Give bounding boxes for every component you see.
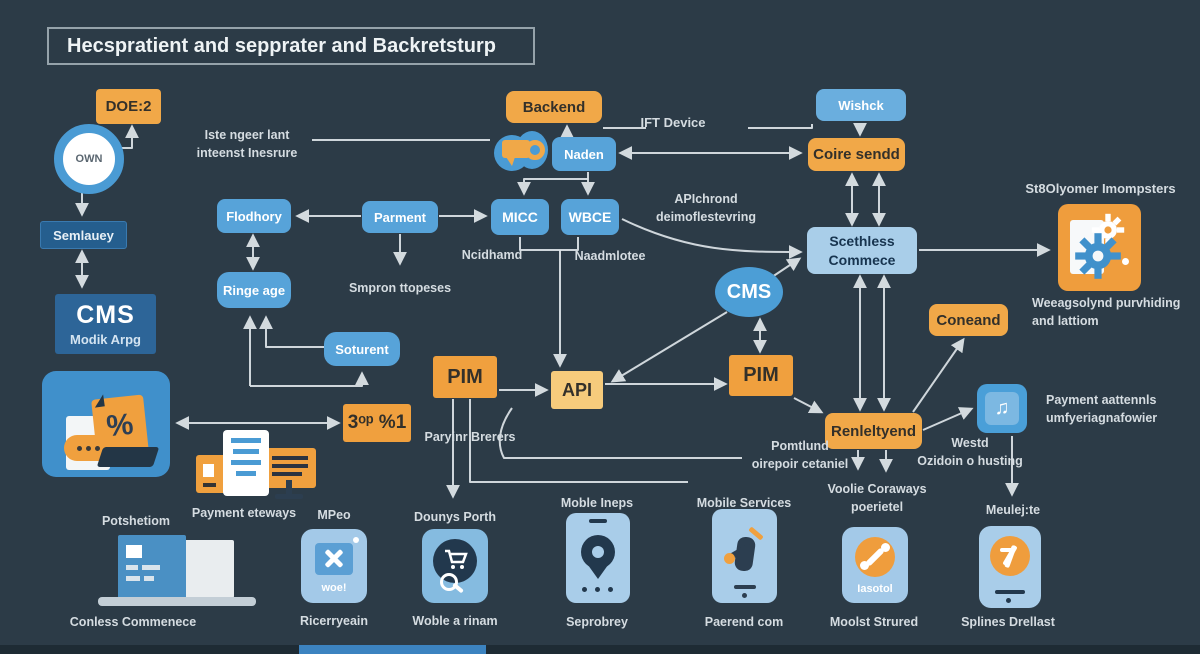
label-smpron: Smpron ttopeses (348, 281, 452, 295)
node-pim-right: PIM (729, 355, 793, 396)
node-ringeage: Ringe age (217, 272, 291, 308)
label-potshetiom: Potshetiom (101, 514, 171, 528)
percent-icon: % (104, 407, 135, 444)
node-naden: Naden (552, 137, 616, 171)
node-micc: MICC (491, 199, 549, 235)
label-mpeo: MPeo (317, 508, 351, 522)
wrench-app-icon: Iasotol (842, 527, 908, 603)
label-splines: Splines Drellast (961, 615, 1055, 629)
label-ift-device: IFT Device (640, 115, 706, 130)
music-note-icon: ♫ (977, 384, 1027, 433)
currency-phone-icon (979, 526, 1041, 608)
node-fladhory: Flodhory (217, 199, 291, 233)
tools-app-icon: woe! (301, 529, 367, 603)
label-stlyomer: St8Olyomer Imompsters (1025, 181, 1176, 196)
node-backend: Backend (506, 91, 602, 123)
node-parment: Parment (362, 201, 438, 233)
node-coneand: Coneand (929, 304, 1008, 336)
label-mobile-services: Mobile Services (696, 496, 792, 510)
label-payment-eteways: Payment eteways (191, 506, 297, 520)
location-phone-icon (566, 513, 630, 603)
label-meulejte: Meulej:te (985, 503, 1041, 517)
discount-promo-icon: % (42, 371, 170, 477)
own-circle-icon: OWN (54, 124, 124, 194)
page-title: Hecspratient and sepprater and Backretst… (67, 34, 497, 57)
node-renleltyend: Renleltyend (825, 413, 922, 449)
gears-document-icon (1058, 204, 1141, 291)
mobile-services-phone-icon (712, 509, 777, 603)
label-voolie: Voolie Coraways poerietel (827, 482, 927, 515)
label-paryinr: Paryinr Brerers (424, 430, 516, 444)
laptop-icon (92, 530, 262, 610)
label-westd: Westd Ozidoin o husting (917, 436, 1023, 469)
node-coire-sendd: Coire sendd (808, 138, 905, 171)
label-apichrond: APIchrond deimoflestevring (655, 192, 757, 225)
node-promo-rate: 3ᵒᵖ %1 (343, 404, 411, 442)
node-api: API (551, 371, 603, 409)
cart-search-icon (422, 529, 488, 603)
big-gear-icon (1075, 233, 1121, 279)
bottom-strip-blue (299, 645, 486, 654)
title-box: Hecspratient and sepprater and Backretst… (47, 27, 535, 65)
chat-notification-icon (494, 131, 548, 173)
node-wishck: Wishck (816, 89, 906, 121)
label-woble: Woble a rinam (412, 614, 498, 628)
label-payment-attennls: Payment aattennls umfyeriagnafowier (1046, 393, 1158, 426)
node-cms-ellipse: CMS (715, 267, 783, 317)
node-cms-box: CMS Modik Arpg (55, 294, 156, 354)
node-soturent: Soturent (324, 332, 400, 366)
map-pin-icon (581, 535, 615, 569)
node-pim-left: PIM (433, 356, 497, 398)
node-wbce: WBCE (561, 199, 619, 235)
bottom-strip (0, 645, 1200, 654)
label-naadmlotee: Naadmlotee (574, 249, 646, 263)
label-weeagsolynd: Weeagsolynd purvhiding and lattiom (1032, 296, 1181, 329)
label-iste: Iste ngeer lant inteenst Inesrure (196, 128, 298, 161)
label-seprobrey: Seprobrey (566, 615, 628, 629)
label-moolst: Moolst Strured (829, 615, 919, 629)
label-pomtlund: Pomtlund oirepoir cetaniel (751, 439, 849, 472)
node-scethless-commece: Scethless Commece (807, 227, 917, 274)
label-paerend: Paerend com (704, 615, 784, 629)
node-semlauey: Semlauey (40, 221, 127, 249)
label-ncidhamd: Ncidhamd (461, 248, 523, 262)
label-conless: Conless Commenece (69, 615, 197, 629)
label-moble-ineps: Moble Ineps (560, 496, 634, 510)
payment-terminal-icon (190, 428, 320, 510)
magnifier-icon (440, 573, 458, 591)
node-doe2: DOE:2 (96, 89, 161, 124)
label-dounys: Dounys Porth (414, 510, 496, 524)
label-ricerryeain: Ricerryeain (299, 614, 369, 628)
